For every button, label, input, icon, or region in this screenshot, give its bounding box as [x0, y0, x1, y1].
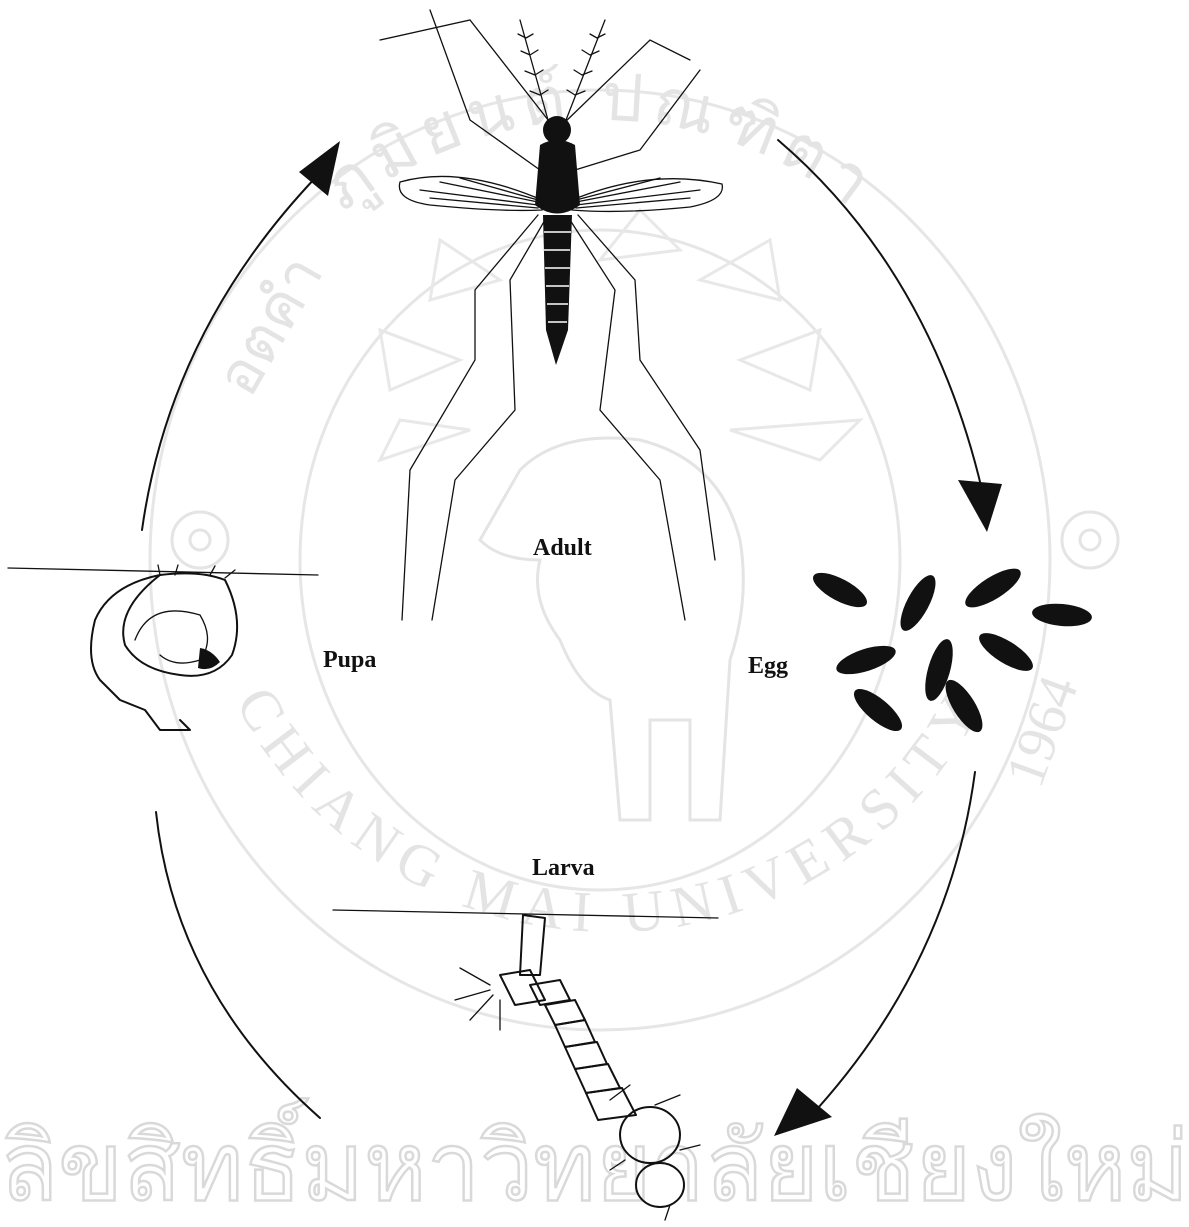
svg-text:1964: 1964 [994, 668, 1091, 794]
label-egg: Egg [748, 653, 788, 679]
arrow-adult-to-egg-head [958, 480, 1002, 532]
label-pupa: Pupa [323, 647, 376, 673]
label-larva: Larva [532, 855, 595, 881]
label-adult: Adult [533, 535, 592, 561]
arrow-larva-to-pupa [156, 812, 320, 1118]
svg-text:ลิขสิทธิ์มหาวิทยาลัยเชียงใหม่: ลิขสิทธิ์มหาวิทยาลัยเชียงใหม่ [0, 1098, 1189, 1223]
svg-text:อตคำ: อตคำ [204, 245, 336, 407]
